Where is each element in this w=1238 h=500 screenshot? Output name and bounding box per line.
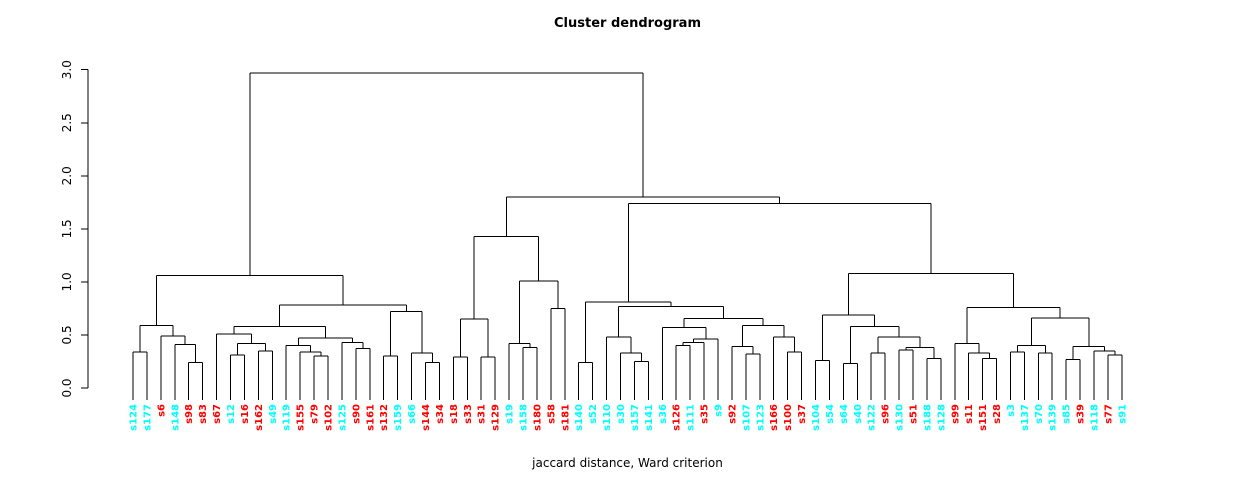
leaf-label: s28 [992,404,1003,424]
leaf-label: s31 [477,404,488,424]
y-tick-label: 0.5 [60,325,74,344]
x-axis-caption: jaccard distance, Ward criterion [532,456,723,470]
leaf-label: s137 [1020,404,1031,431]
leaf-label: s99 [950,404,961,424]
leaf-label: s159 [393,404,404,431]
leaf-label: s70 [1034,404,1045,424]
leaf-label: s83 [198,404,209,424]
y-tick-label: 1.5 [60,219,74,238]
leaf-label: s144 [421,404,432,431]
leaf-label: s129 [491,404,502,431]
leaf-label: s104 [811,404,822,431]
leaf-label: s102 [323,404,334,431]
leaf-label: s6 [156,404,167,417]
leaf-label: s162 [254,404,265,431]
leaf-label: s96 [881,404,892,424]
leaf-label: s35 [700,404,711,424]
leaf-label: s90 [351,404,362,424]
y-tick-label: 2.0 [60,166,74,185]
leaf-label: s126 [672,404,683,431]
leaf-label: s91 [1117,404,1128,424]
leaf-label: s123 [755,404,766,431]
leaf-label: s9 [713,404,724,417]
leaf-label: s33 [463,404,474,424]
leaf-label: s166 [769,404,780,431]
y-tick-label: 0.0 [60,378,74,397]
leaf-label: s11 [964,404,975,424]
leaf-label: s98 [184,404,195,424]
leaf-label: s30 [616,404,627,424]
leaf-label: s124 [129,404,140,431]
leaf-label: s12 [226,404,237,424]
leaf-label: s92 [727,404,738,424]
leaf-label: s111 [686,404,697,431]
leaf-label: s52 [588,404,599,424]
leaf-label: s122 [867,404,878,431]
leaf-label: s77 [1103,404,1114,424]
chart-title: Cluster dendrogram [553,16,702,31]
leaf-label: s3 [1006,404,1017,417]
leaf-label: s16 [240,404,251,424]
leaf-label: s151 [978,404,989,431]
leaf-label: s155 [296,404,307,431]
leaf-label: s119 [282,404,293,431]
leaf-label: s64 [839,404,850,424]
leaf-label: s188 [922,404,933,431]
leaf-label: s181 [560,404,571,431]
leaf-label: s39 [1076,404,1087,424]
leaf-label: s180 [532,404,543,431]
leaf-label: s54 [825,404,836,424]
leaf-label: s132 [379,404,390,431]
leaf-label: s40 [853,404,864,424]
leaf-label: s148 [170,404,181,431]
leaf-label: s161 [365,404,376,431]
leaf-label: s18 [449,404,460,424]
leaf-label: s34 [435,404,446,424]
leaf-label: s19 [505,404,516,424]
leaf-label: s130 [895,404,906,431]
leaf-label: s139 [1048,404,1059,431]
leaf-label: s49 [268,404,279,424]
leaf-label: s79 [310,404,321,424]
leaf-label: s58 [546,404,557,424]
leaf-label: s125 [337,404,348,431]
leaf-label: s177 [142,404,153,431]
leaf-label: s37 [797,404,808,424]
leaf-label: s66 [407,404,418,424]
leaf-label: s157 [630,404,641,431]
leaf-label: s100 [783,404,794,431]
leaf-label: s36 [658,404,669,424]
leaf-label: s128 [936,404,947,431]
leaf-label: s140 [574,404,585,431]
leaf-label: s67 [212,404,223,424]
leaf-label: s158 [518,404,529,431]
leaf-label: s85 [1062,404,1073,424]
leaf-label: s118 [1090,404,1101,431]
y-tick-label: 1.0 [60,272,74,291]
leaf-label: s110 [602,404,613,431]
leaf-label: s51 [908,404,919,424]
y-tick-label: 3.0 [60,60,74,79]
y-tick-label: 2.5 [60,113,74,132]
leaf-label: s141 [644,404,655,431]
leaf-label: s107 [741,404,752,431]
